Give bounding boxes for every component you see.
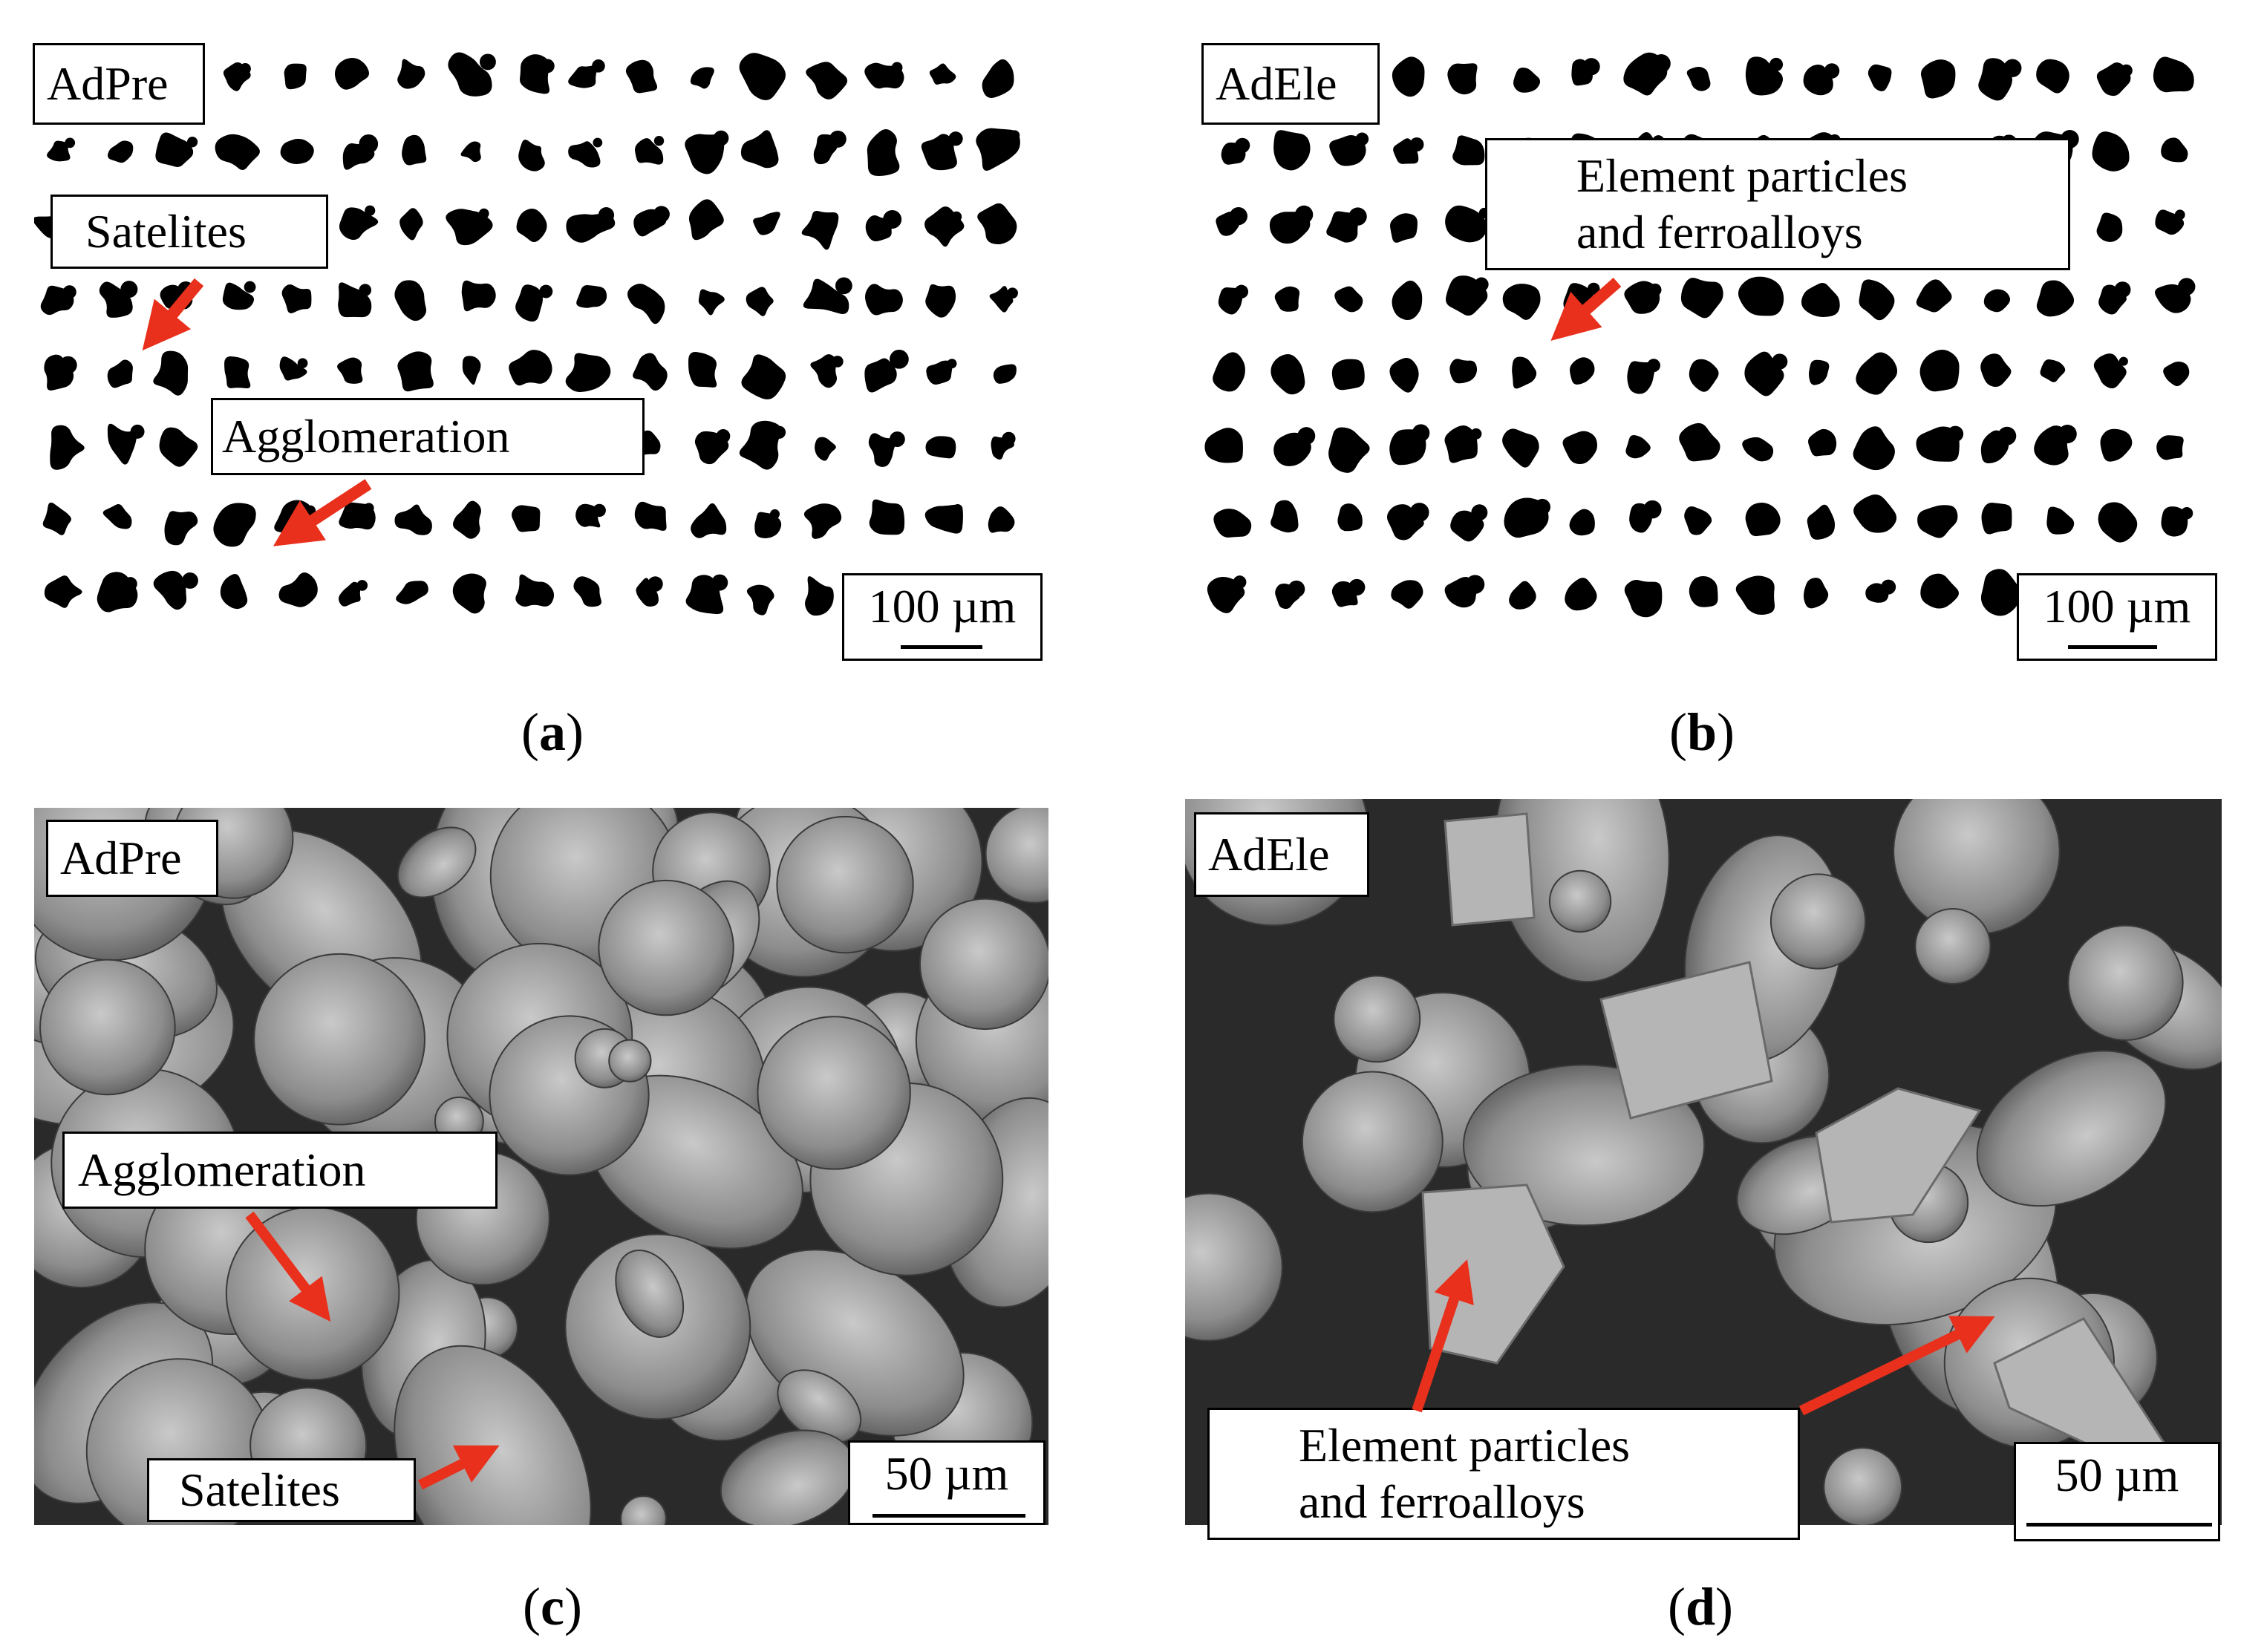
panel-d-sample-label: AdEle	[1194, 812, 1369, 897]
panel-d-label-line1: Element particles	[1299, 1419, 1631, 1472]
panel-c-sample-label: AdPre	[46, 820, 218, 897]
panel-c-scale-text: 50 µm	[884, 1447, 1009, 1500]
panel-b-scale-line	[2068, 645, 2157, 649]
panel-b-element-particles-label: Element particles and ferroalloys	[1485, 138, 2070, 270]
panel-c-scale-line	[872, 1514, 1025, 1518]
panel-a-scale-bar: 100 µm	[842, 573, 1043, 661]
panel-c-agglomeration-label: Agglomeration	[62, 1132, 498, 1209]
panel-a-binary-image	[34, 45, 1047, 665]
panel-b-scale-text: 100 µm	[2043, 580, 2191, 633]
panel-d-scale-text: 50 µm	[2055, 1449, 2179, 1501]
panel-a-scale-line	[901, 645, 982, 649]
panel-b-label-line1: Element particles	[1576, 149, 1908, 203]
panel-a-agglomeration-label: Agglomeration	[211, 398, 645, 475]
caption-c: (c)	[523, 1577, 582, 1636]
caption-a: (a)	[521, 702, 584, 762]
particle-silhouettes-a	[34, 45, 1047, 665]
panel-a-satellites-label: Satelites	[50, 195, 328, 269]
panel-a-sample-label: AdPre	[33, 43, 205, 125]
panel-d-scale-bar: 50 µm	[2014, 1442, 2220, 1541]
panel-c-scale-bar: 50 µm	[848, 1440, 1046, 1525]
panel-d-element-particles-label: Element particles and ferroalloys	[1207, 1408, 1800, 1540]
panel-d-scale-line	[2026, 1523, 2212, 1527]
caption-d: (d)	[1667, 1577, 1733, 1636]
panel-d-label-line2: and ferroalloys	[1299, 1475, 1585, 1528]
panel-b-scale-bar: 100 µm	[2017, 573, 2217, 661]
caption-b: (b)	[1668, 702, 1735, 762]
panel-a-scale-text: 100 µm	[868, 580, 1017, 633]
panel-b-sample-label: AdEle	[1201, 43, 1380, 125]
panel-b-label-line2: and ferroalloys	[1576, 206, 1863, 258]
panel-c-satellites-label: Satelites	[147, 1458, 416, 1522]
